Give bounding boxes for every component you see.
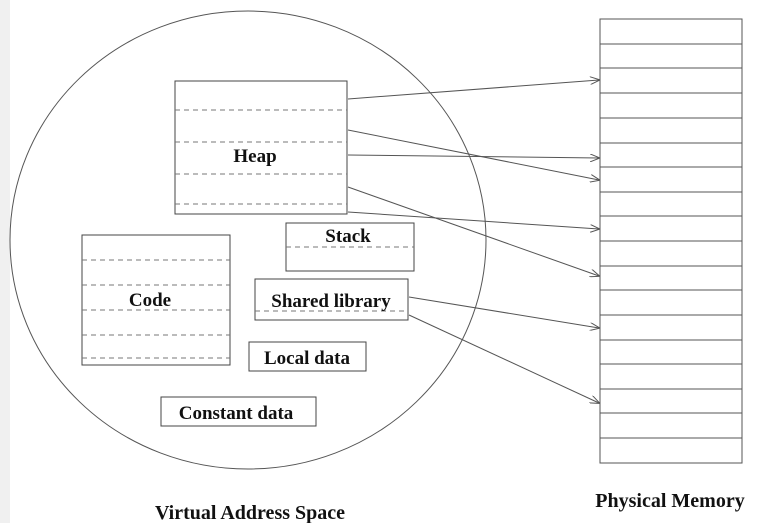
shared-library-mapping-arrow-1 — [408, 296, 599, 328]
heap-mapping-arrow-4 — [347, 186, 599, 276]
left-edge-strip — [0, 0, 10, 523]
local-data-region: Local data — [248, 341, 367, 372]
physical-memory-caption: Physical Memory — [595, 490, 744, 512]
code-region: Code — [81, 234, 231, 366]
mapping-arrows — [347, 80, 599, 403]
physical-memory-column — [599, 18, 743, 464]
constant-data-box — [160, 396, 317, 427]
heap-box — [174, 80, 348, 215]
shared-library-region: Shared library — [254, 278, 409, 321]
virtual-address-space-caption: Virtual Address Space — [155, 502, 345, 523]
constant-data-region: Constant data — [160, 396, 317, 427]
code-box — [81, 234, 231, 366]
heap-label: Heap — [233, 146, 276, 167]
heap-mapping-arrow-3 — [347, 155, 599, 158]
virtual-address-space-circle — [9, 10, 487, 470]
heap-mapping-arrow-5 — [347, 211, 599, 229]
constant-data-label: Constant data — [179, 403, 294, 424]
shared-library-label: Shared library — [271, 291, 391, 312]
heap-region: Heap — [174, 80, 348, 215]
stack-region: Stack — [285, 222, 415, 272]
local-data-box — [248, 341, 367, 372]
shared-library-mapping-arrow-2 — [408, 314, 599, 403]
shared-library-box — [254, 278, 409, 321]
heap-mapping-arrow-1 — [347, 80, 599, 100]
local-data-label: Local data — [264, 348, 351, 369]
code-label: Code — [129, 290, 171, 311]
stack-label: Stack — [325, 226, 371, 247]
heap-mapping-arrow-2 — [347, 129, 599, 180]
